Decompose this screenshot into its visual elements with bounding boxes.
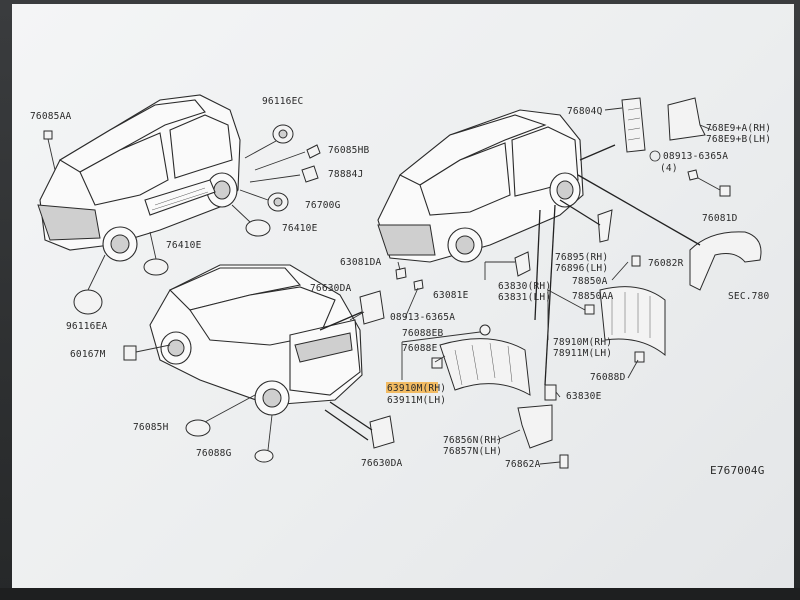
label-76088E[interactable]: 76088E xyxy=(402,343,438,354)
car-rear-view xyxy=(149,264,363,416)
label-76085HB[interactable]: 76085HB xyxy=(328,145,370,156)
arrows-right-car xyxy=(484,144,701,386)
label-76896LH[interactable]: 76896(LH) xyxy=(555,263,608,274)
label-768E9A[interactable]: 768E9+A(RH) xyxy=(706,123,771,134)
label-76862A[interactable]: 76862A xyxy=(505,459,541,470)
part-liner-78910M xyxy=(599,286,666,357)
highlight-63910M xyxy=(386,382,438,393)
label-qty-4[interactable]: (4) xyxy=(660,163,678,174)
part-film-76630DA-a xyxy=(359,290,385,325)
label-76085H[interactable]: 76085H xyxy=(133,422,169,433)
label-63830RH[interactable]: 63830(RH) xyxy=(498,281,551,292)
label-76857NLH[interactable]: 76857N(LH) xyxy=(443,446,502,457)
parts-diagram: 76085AA 96116EC 76085HB 78884J 76700G 76… xyxy=(30,94,771,477)
part-clip-76088G xyxy=(254,414,274,463)
label-63910M[interactable]: 63910M(RH) xyxy=(387,383,446,394)
part-clip-76081D xyxy=(697,177,731,197)
label-sec780[interactable]: SEC.780 xyxy=(728,291,770,302)
part-screw-08913-b xyxy=(687,169,699,181)
leader-lines xyxy=(349,107,639,465)
part-bracket-76804Q xyxy=(621,97,646,153)
part-clip-76085HB xyxy=(254,144,321,171)
label-768E9B[interactable]: 768E9+B(LH) xyxy=(706,134,771,145)
part-film-76630DA-b xyxy=(369,415,395,449)
part-plug-76085H xyxy=(185,394,256,437)
part-clip-76088EB xyxy=(479,324,491,336)
label-76804Q[interactable]: 76804Q xyxy=(567,106,603,117)
part-patch-60167M xyxy=(123,344,171,361)
diagram-id: E767004G xyxy=(710,464,765,477)
label-78884J[interactable]: 78884J xyxy=(328,169,364,180)
label-78911MLH[interactable]: 78911M(LH) xyxy=(553,348,612,359)
label-76630DA-b[interactable]: 76630DA xyxy=(361,458,403,469)
label-78850A[interactable]: 78850A xyxy=(572,276,608,287)
part-clip-76085AA xyxy=(43,130,56,171)
label-63831LH[interactable]: 63831(LH) xyxy=(498,292,551,303)
arrows-rear xyxy=(319,311,373,441)
label-76410E-a[interactable]: 76410E xyxy=(282,223,318,234)
part-plug-76410E-b xyxy=(143,231,169,276)
label-08913-6365A-a[interactable]: 08913-6365A xyxy=(390,312,455,323)
part-plug-76410E-a xyxy=(231,204,271,237)
label-76856NRH[interactable]: 76856N(RH) xyxy=(443,435,502,446)
part-bracket-63830 xyxy=(514,251,531,277)
label-76088EB[interactable]: 76088EB xyxy=(402,328,444,339)
part-liner-63910M xyxy=(439,338,531,396)
part-screw-76862A xyxy=(559,454,569,469)
label-63081DA[interactable]: 63081DA xyxy=(340,257,382,268)
label-76700G[interactable]: 76700G xyxy=(305,200,341,211)
part-liner-sec780 xyxy=(689,231,762,291)
car-front-view-right xyxy=(377,109,584,263)
part-grommet-76700G xyxy=(239,189,289,212)
label-63081E[interactable]: 63081E xyxy=(433,290,469,301)
label-78910MRH[interactable]: 78910M(RH) xyxy=(553,337,612,348)
monitor-bezel-bottom xyxy=(0,588,800,600)
label-76630DA-a[interactable]: 76630DA xyxy=(310,283,352,294)
label-63830E[interactable]: 63830E xyxy=(566,391,602,402)
label-76085AA[interactable]: 76085AA xyxy=(30,111,72,122)
parts-diagram-screen: 76085AA 96116EC 76085HB 78884J 76700G 76… xyxy=(12,4,794,588)
nut-symbol-icon xyxy=(649,150,661,162)
part-clip-76088E xyxy=(431,357,443,369)
part-clip-63081DA xyxy=(395,267,407,280)
part-mudguard-768E9 xyxy=(667,97,713,141)
car-front-view-left xyxy=(37,94,241,262)
label-76082R[interactable]: 76082R xyxy=(648,258,684,269)
label-96116EC[interactable]: 96116EC xyxy=(262,96,303,107)
part-grommet-96116EA xyxy=(73,254,106,315)
part-clip-76082R xyxy=(631,255,641,267)
label-76410E-b[interactable]: 76410E xyxy=(166,240,202,251)
label-76081D[interactable]: 76081D xyxy=(702,213,738,224)
part-grommet-96116EC xyxy=(244,124,294,159)
label-76088D[interactable]: 76088D xyxy=(590,372,626,383)
part-clip-63830E xyxy=(544,384,557,401)
label-60167M[interactable]: 60167M xyxy=(70,349,106,360)
label-96116EA[interactable]: 96116EA xyxy=(66,321,108,332)
label-76895RH[interactable]: 76895(RH) xyxy=(555,252,608,263)
part-bracket-76895 xyxy=(597,209,613,243)
label-group: 76085AA 96116EC 76085HB 78884J 76700G 76… xyxy=(30,96,771,477)
label-08913-6365A-b[interactable]: 08913-6365A xyxy=(663,151,728,162)
part-clip-78850AA xyxy=(584,304,595,315)
part-screw-08913-a xyxy=(413,279,424,291)
part-clip-76088D xyxy=(634,351,645,363)
label-63911M[interactable]: 63911M(LH) xyxy=(387,395,446,406)
label-76088G[interactable]: 76088G xyxy=(196,448,232,459)
part-mudflap-76856N xyxy=(517,404,553,449)
label-78850AA[interactable]: 78850AA xyxy=(572,291,614,302)
part-clip-78884J xyxy=(249,165,319,183)
